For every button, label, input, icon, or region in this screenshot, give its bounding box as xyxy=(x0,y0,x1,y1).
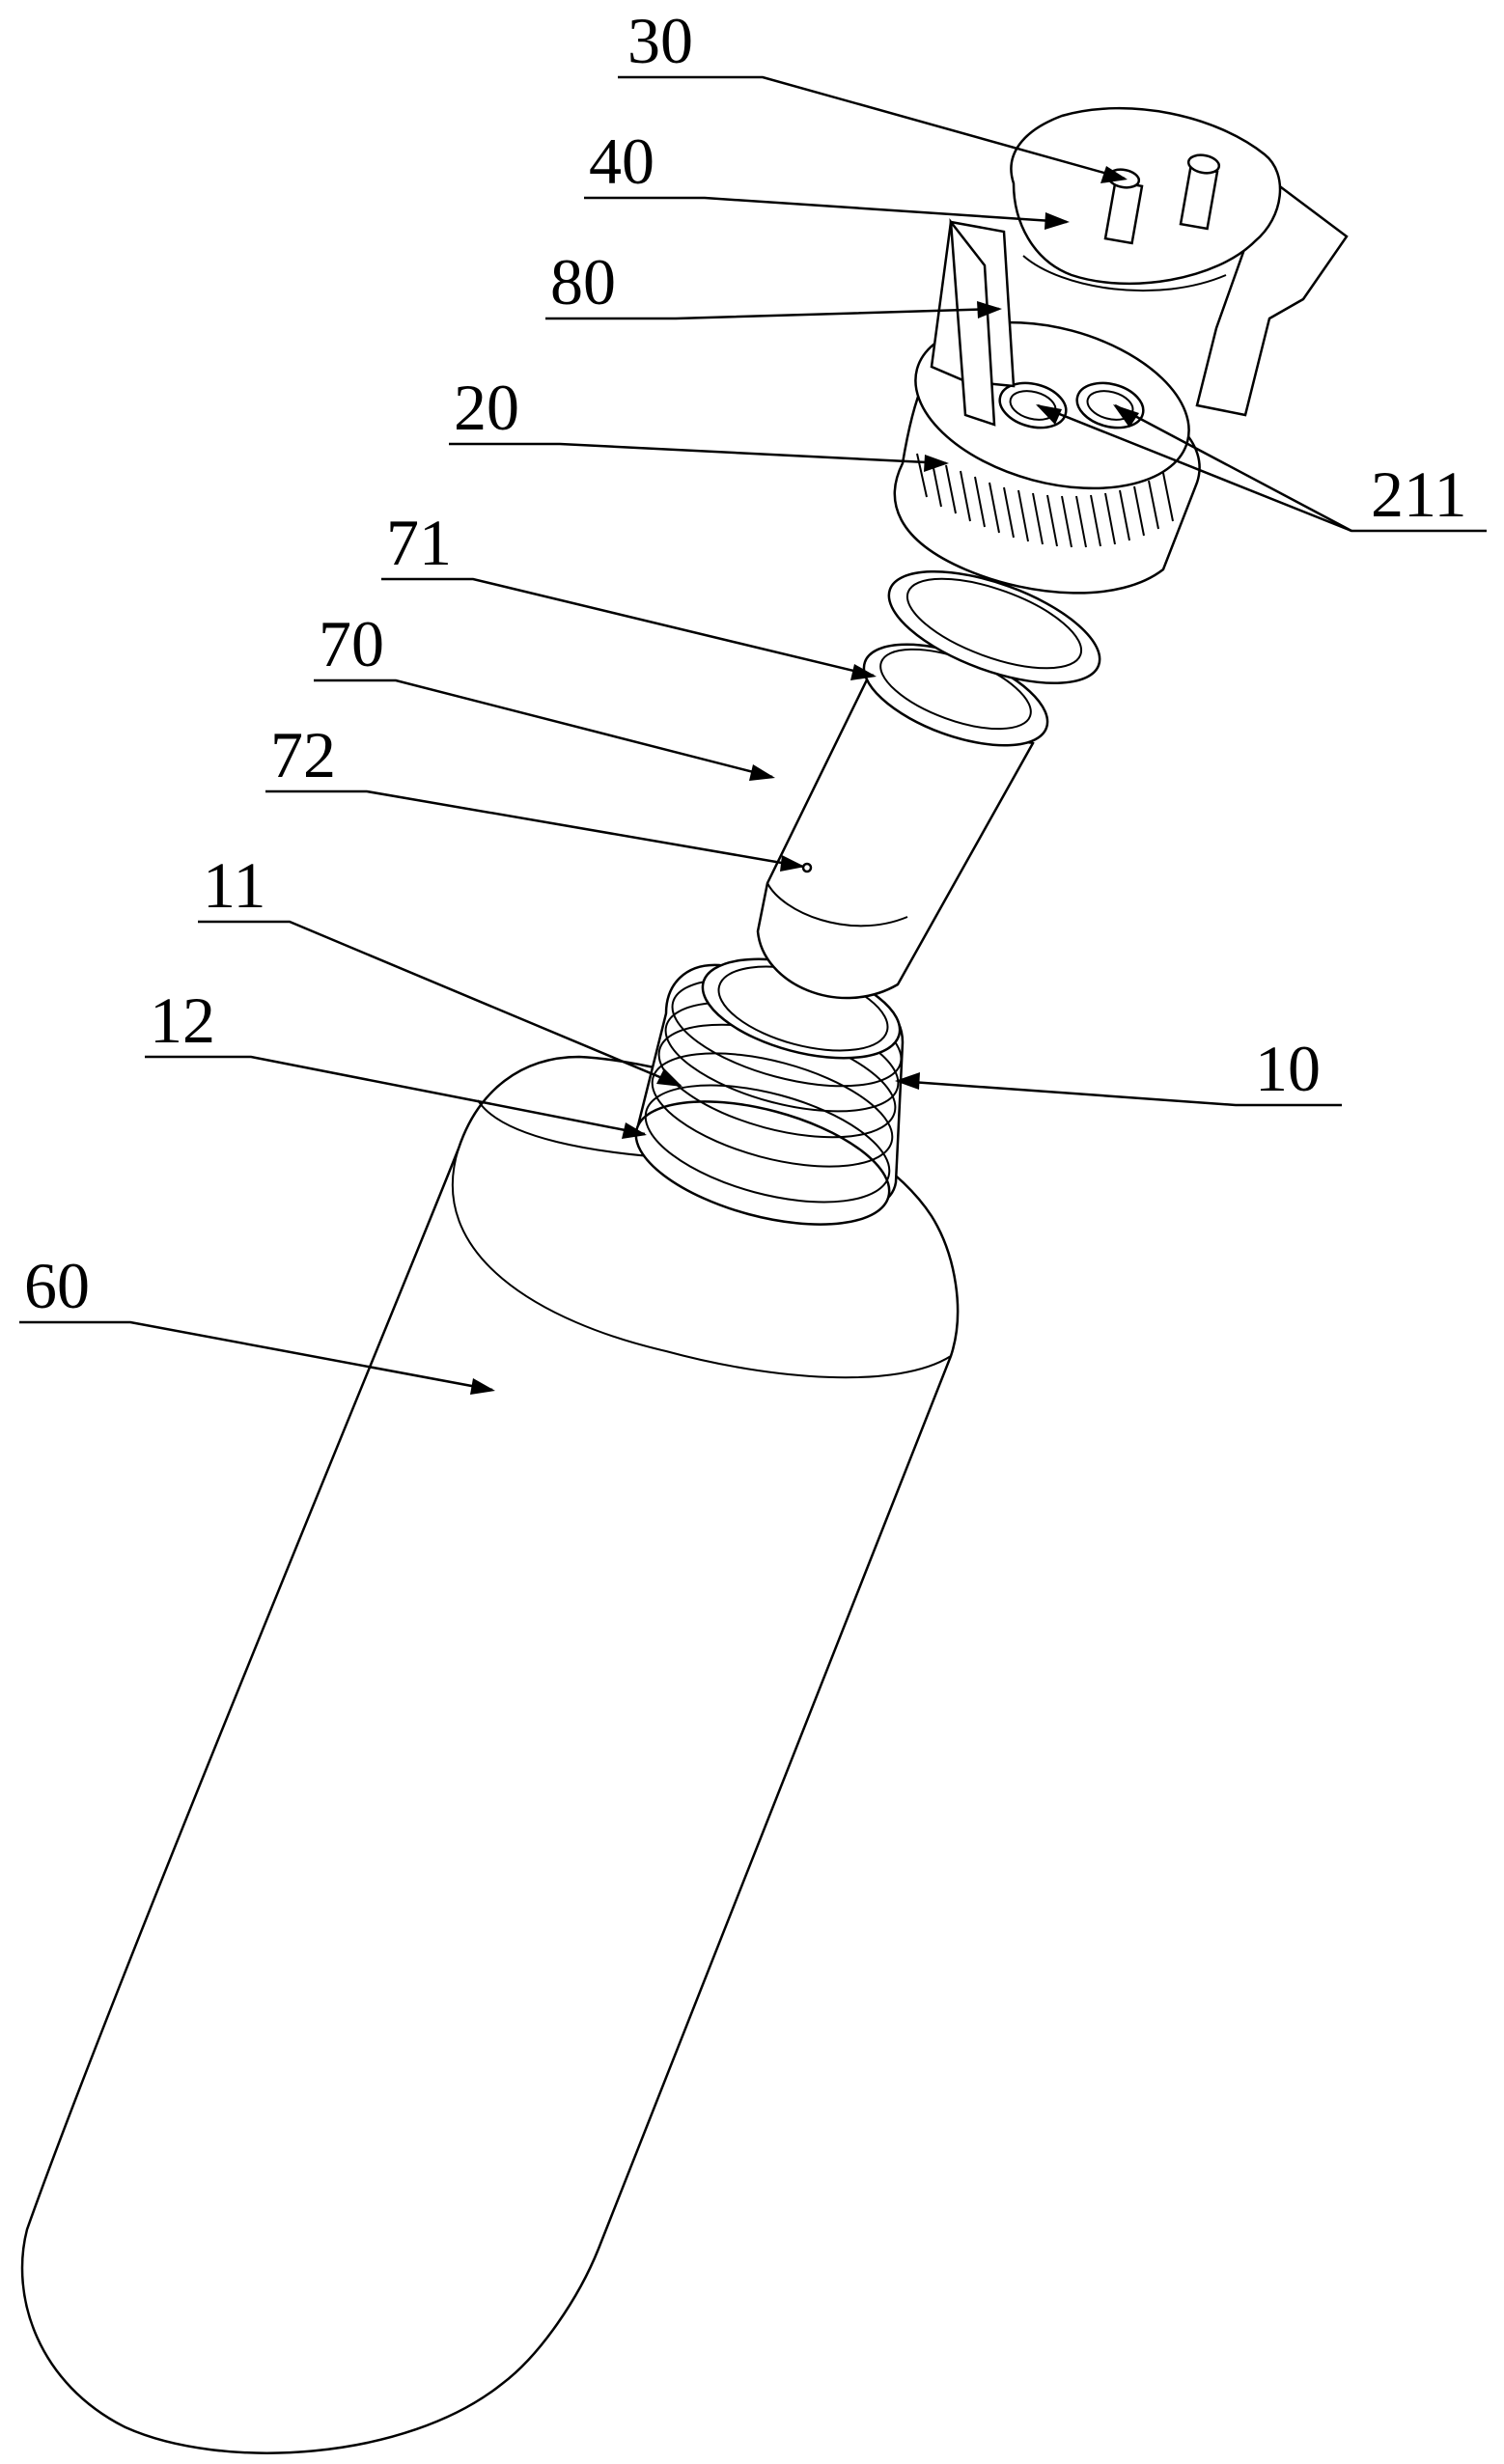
leader-40 xyxy=(584,198,1067,222)
leader-71 xyxy=(381,579,874,676)
label-20: 20 xyxy=(454,371,519,444)
label-40: 40 xyxy=(589,125,655,198)
tube-hole xyxy=(803,864,811,872)
label-11: 11 xyxy=(203,848,265,922)
label-72: 72 xyxy=(270,718,336,791)
leader-72 xyxy=(265,791,804,867)
label-211: 211 xyxy=(1371,457,1466,531)
leader-20 xyxy=(449,444,946,463)
label-80: 80 xyxy=(550,245,616,318)
bottle-body xyxy=(22,1057,958,2453)
label-12: 12 xyxy=(150,983,215,1057)
label-60: 60 xyxy=(24,1249,90,1322)
label-71: 71 xyxy=(386,506,452,579)
label-70: 70 xyxy=(319,607,384,680)
label-10: 10 xyxy=(1255,1032,1321,1105)
leader-70 xyxy=(314,680,772,777)
label-30: 30 xyxy=(627,4,693,77)
